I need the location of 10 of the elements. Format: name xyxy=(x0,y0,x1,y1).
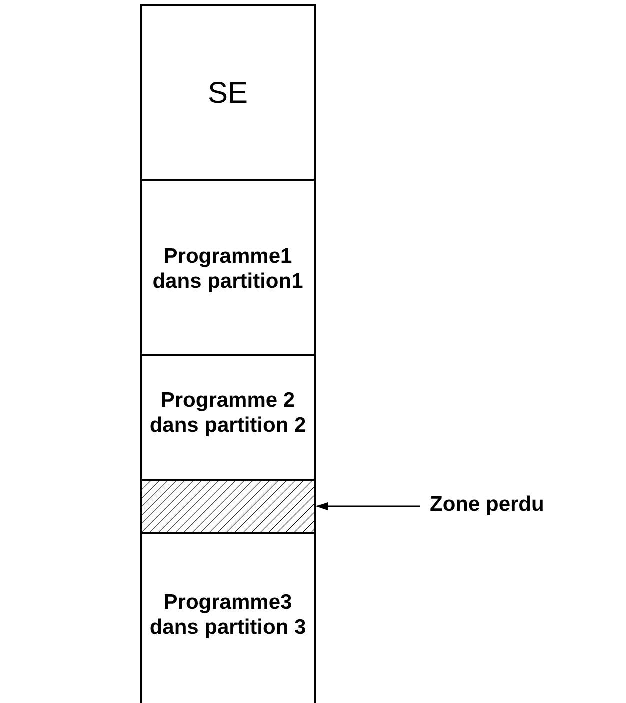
partition-label: Programme3 dans partition 3 xyxy=(148,590,308,640)
memory-partition xyxy=(140,533,316,703)
hatched-zone xyxy=(140,479,316,534)
memory-partition xyxy=(140,179,316,356)
arrow xyxy=(316,502,420,510)
partition-label: Programme1 dans partition1 xyxy=(152,244,304,294)
memory-partition xyxy=(140,4,316,181)
partition-label: Programme 2 dans partition 2 xyxy=(148,388,308,438)
partition-label: SE xyxy=(208,76,248,110)
callout-label: Zone perdu xyxy=(430,492,544,516)
